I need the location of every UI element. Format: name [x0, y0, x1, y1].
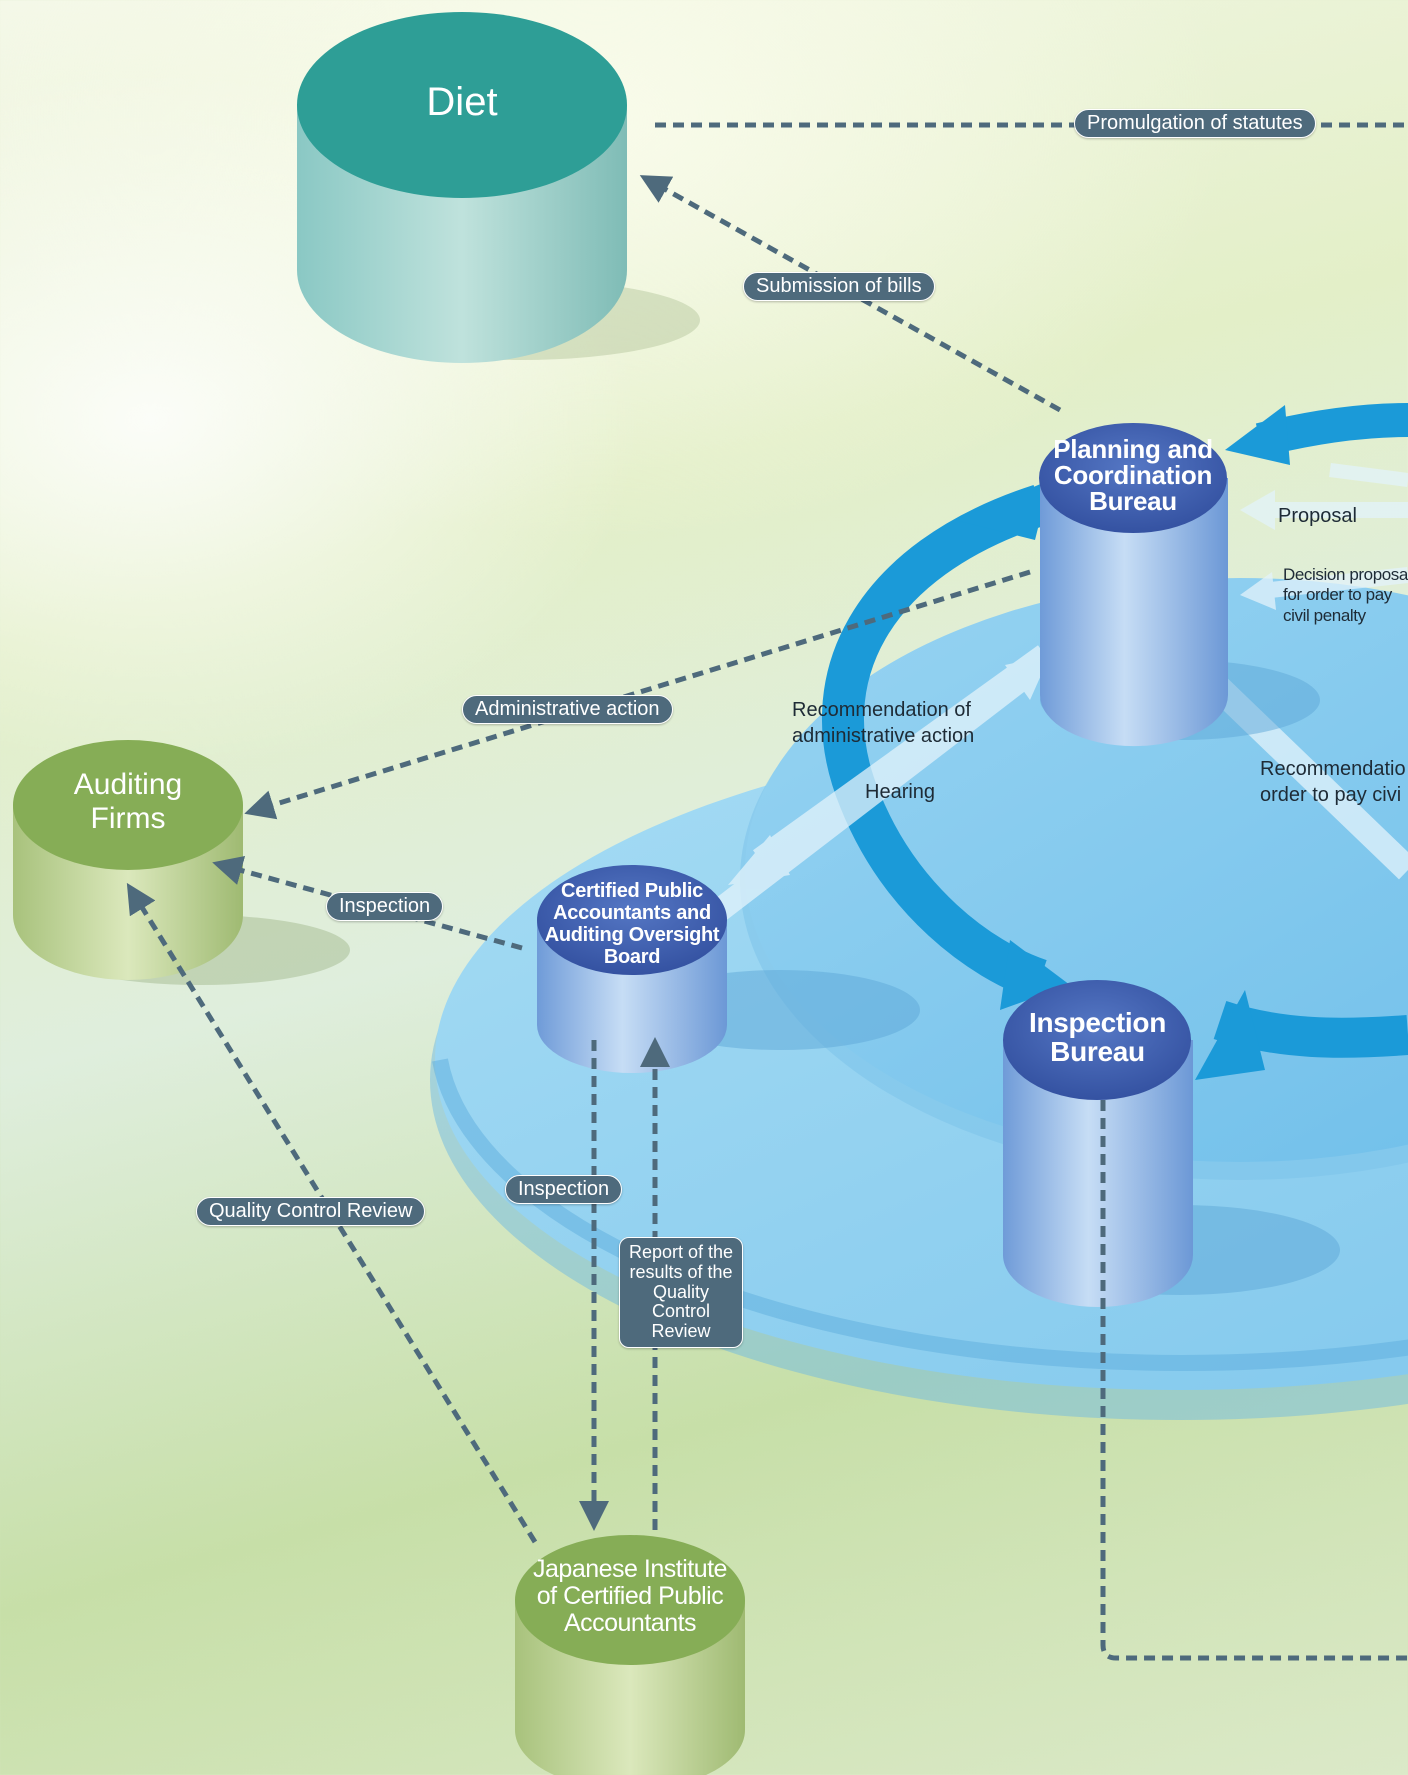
inspection-bureau-title: Inspection Bureau [1000, 1008, 1195, 1067]
cpaaob-line-4: Board [603, 946, 661, 968]
jicpa-line-1: Japanese Institute [533, 1555, 727, 1583]
inspection-bureau-line-1: Inspection [1028, 1007, 1166, 1038]
inspection-bureau-cylinder [1003, 980, 1340, 1307]
recommendation-admin-line-1: Recommendation of [792, 699, 971, 721]
auditing-firms-title: Auditing Firms [28, 768, 228, 835]
cpaaob-title: Certified Public Accountants and Auditin… [532, 880, 732, 968]
jicpa-line-2: of Certified Public [536, 1582, 724, 1610]
planning-bureau-line-3: Bureau [1089, 486, 1177, 516]
decision-proposal-line-2: for order to pay [1283, 585, 1392, 605]
recommendation-order-text: Recommendatio order to pay civi [1260, 756, 1408, 808]
diet-title: Diet [426, 80, 498, 124]
planning-bureau-line-1: Planning and [1053, 434, 1213, 464]
jicpa-title: Japanese Institute of Certified Public A… [515, 1556, 745, 1637]
inspection-jicpa-label: Inspection [505, 1175, 623, 1204]
report-label: Report of the results of the Quality Con… [619, 1237, 743, 1348]
recommendation-order-line-1: Recommendatio [1260, 758, 1406, 780]
cpaaob-line-2: Accountants and [553, 902, 711, 924]
inspection-firms-label: Inspection [326, 892, 444, 921]
planning-bureau-cylinder [1039, 423, 1320, 747]
submission-label: Submission of bills [743, 272, 935, 301]
auditing-firms-line-1: Auditing [73, 768, 183, 801]
recommendation-admin-line-2: administrative action [792, 725, 975, 747]
hearing-text: Hearing [865, 781, 936, 803]
decision-proposal-text: Decision proposal for order to pay civil… [1283, 565, 1408, 626]
decision-proposal-line-3: civil penalty [1283, 605, 1366, 625]
quality-control-label: Quality Control Review [196, 1197, 426, 1226]
cpaaob-line-3: Auditing Oversight [544, 924, 720, 946]
jicpa-cylinder [515, 1535, 745, 1775]
planning-bureau-title: Planning and Coordination Bureau [1028, 436, 1238, 514]
cpaaob-cylinder [537, 865, 920, 1073]
auditing-firms-line-2: Firms [90, 801, 166, 835]
diet-cylinder [297, 12, 700, 363]
ring-arrows [821, 403, 1408, 1080]
cpaaob-line-1: Certified Public [561, 880, 703, 902]
planning-bureau-line-2: Coordination [1053, 460, 1213, 490]
promulgation-label: Promulgation of statutes [1074, 109, 1316, 138]
administrative-action-label: Administrative action [462, 695, 673, 724]
decision-proposal-line-1: Decision proposal [1283, 565, 1408, 584]
recommendation-admin-text: Recommendation of administrative action [792, 697, 974, 749]
flow-arrows [712, 463, 1408, 920]
proposal-text: Proposal [1278, 505, 1357, 527]
recommendation-order-line-2: order to pay civi [1260, 784, 1402, 806]
inspection-bureau-line-2: Bureau [1050, 1036, 1145, 1068]
jicpa-line-3: Accountants [563, 1609, 697, 1637]
